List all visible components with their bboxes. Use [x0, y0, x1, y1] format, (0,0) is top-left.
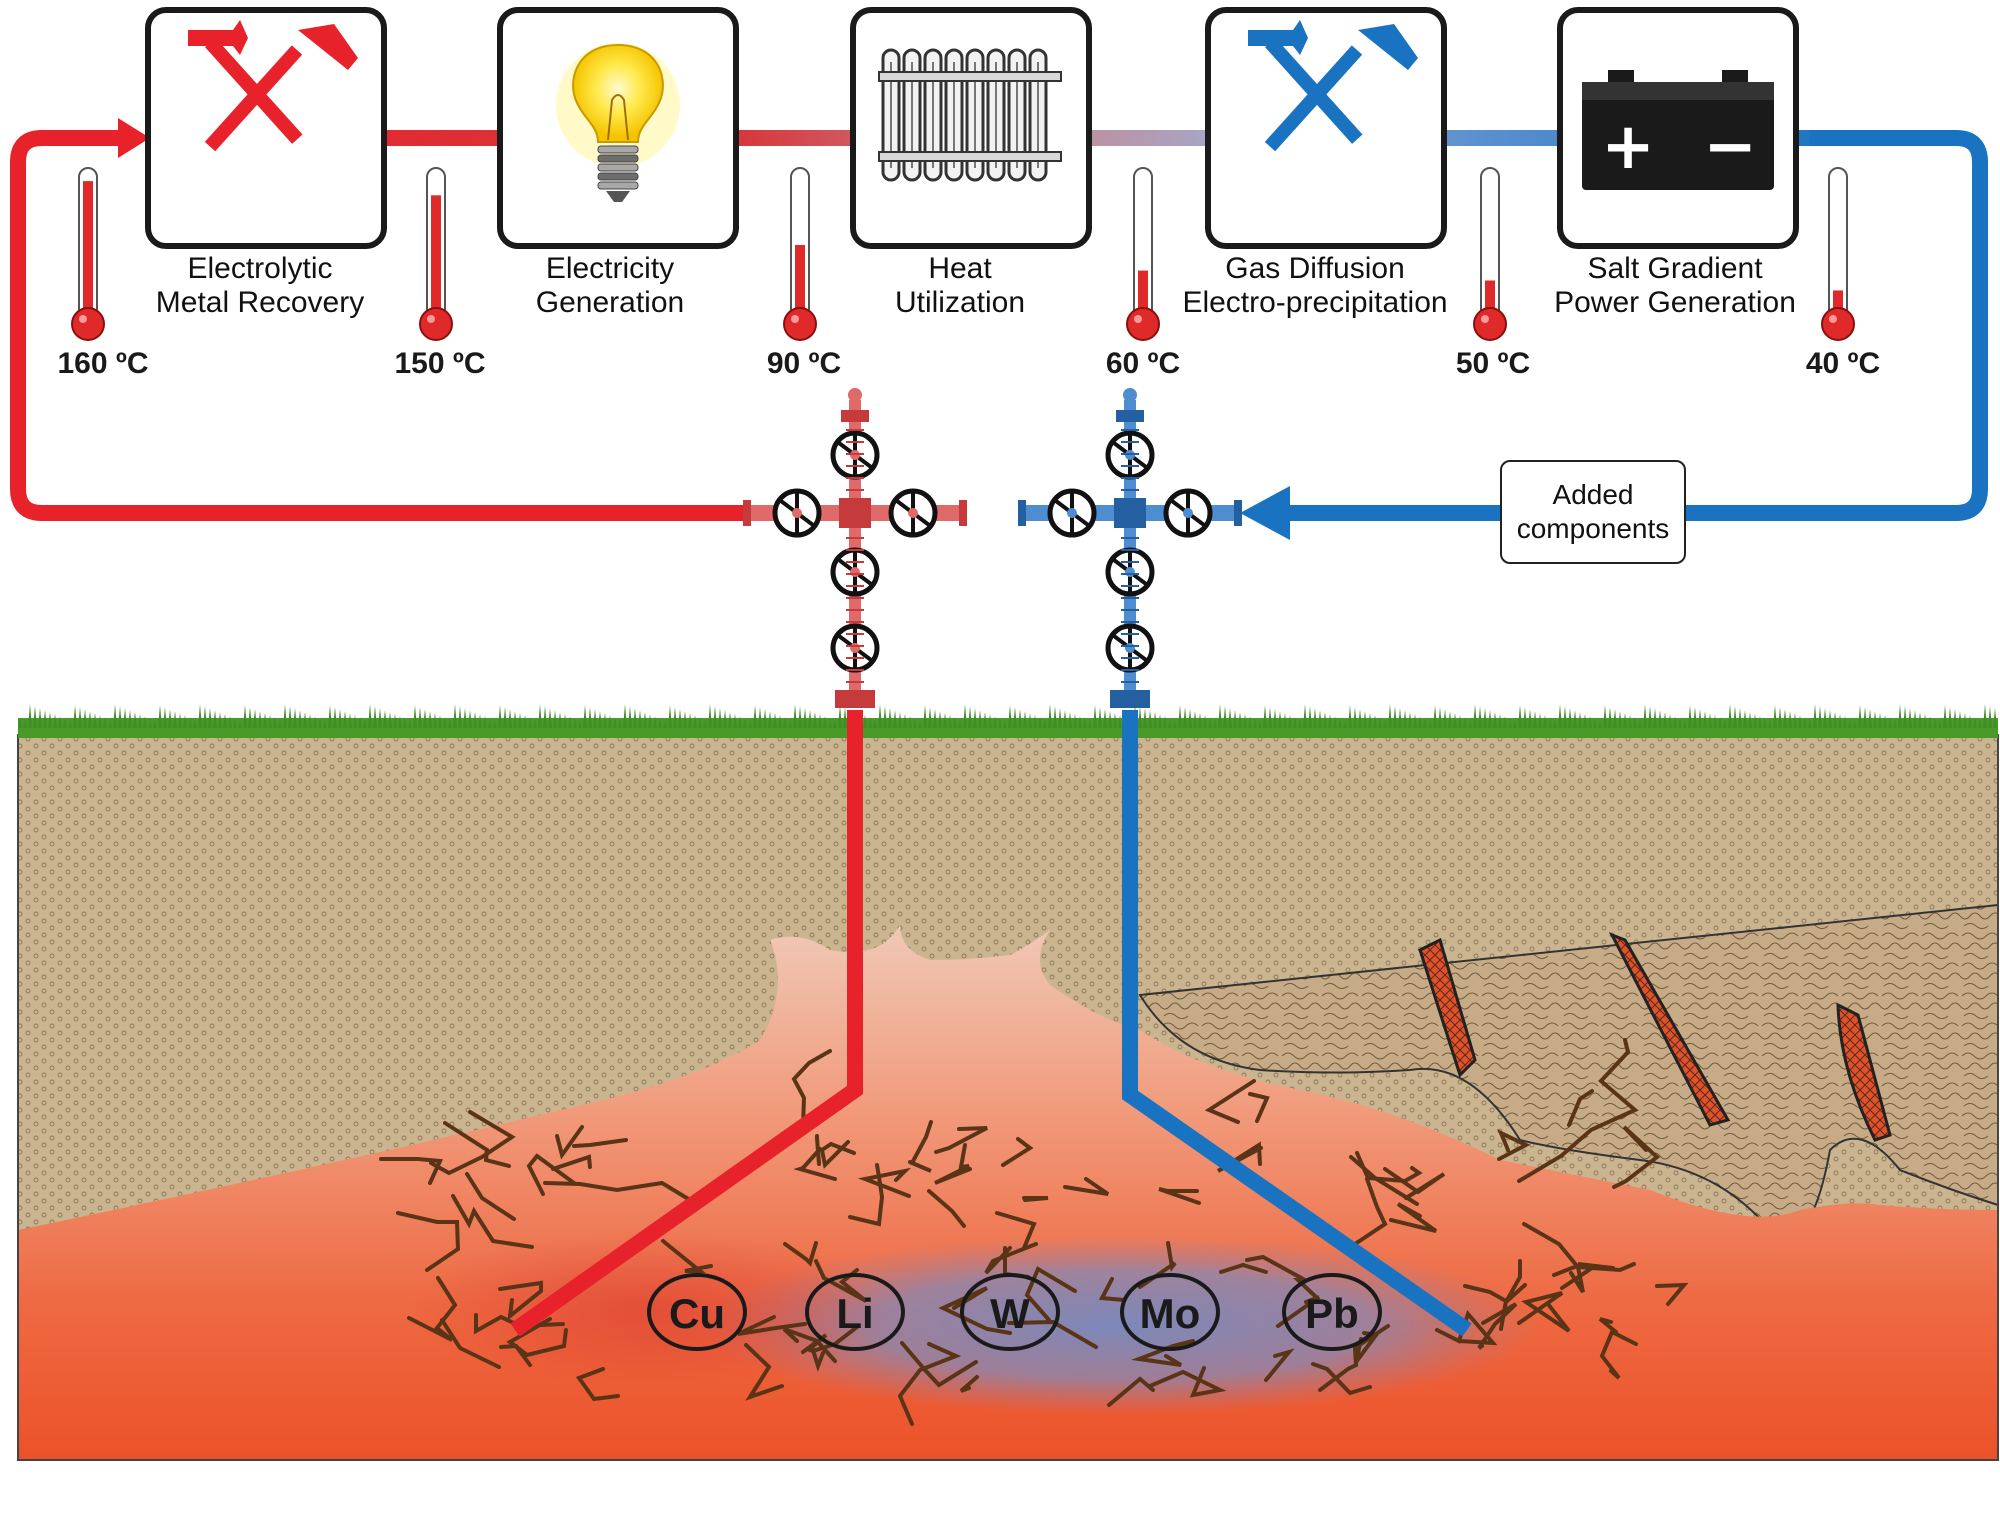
thermometer-icon	[419, 167, 453, 341]
thermometer-icon	[1473, 167, 1507, 341]
grass-strip	[18, 704, 1998, 738]
battery-plus-text: +	[1601, 110, 1655, 184]
rock-formation	[1138, 903, 1999, 1238]
wellhead-icon	[1018, 388, 1242, 708]
cold-well-bore	[1122, 710, 1472, 1337]
thermometer-icon	[71, 167, 105, 341]
stage-label-line1: Salt Gradient	[1587, 252, 1763, 285]
wellhead-icon	[743, 388, 967, 708]
stage-label-line1: Electrolytic	[187, 252, 333, 285]
stage-box-4: +−	[1557, 7, 1799, 249]
temp-label-150: 150 ºC	[394, 347, 486, 380]
temp-label-60: 60 ºC	[1105, 347, 1181, 380]
stage-box-1	[497, 7, 739, 249]
stage-label-line1: Gas Diffusion	[1225, 252, 1405, 285]
metal-symbol: Cu	[669, 1290, 725, 1337]
stage-box-3	[1205, 7, 1447, 249]
hot-well-bore	[510, 710, 863, 1337]
thermometer-icon	[1126, 167, 1160, 341]
metal-li: Li	[805, 1273, 905, 1351]
battery-minus-text: −	[1703, 110, 1757, 184]
red-hammer-pick-icon	[188, 20, 358, 152]
wellheads	[743, 388, 1242, 708]
stage-box-2	[850, 7, 1092, 249]
ore-veins	[1418, 932, 1892, 1142]
metal-symbol: Li	[836, 1290, 873, 1337]
arrowhead-hot	[118, 118, 150, 158]
thermometer-icon	[783, 167, 817, 341]
stage-label-line2: Metal Recovery	[155, 286, 365, 319]
stage-label-salt-gradient: Salt Gradient Power Generation	[1530, 252, 1820, 320]
metal-labels: Cu Li W Mo Pb	[647, 1273, 1382, 1351]
stage-label-line1: Electricity	[545, 252, 675, 285]
battery-icon: +−	[1582, 70, 1774, 190]
fracture-network	[379, 1038, 1689, 1426]
light-bulb-icon	[556, 43, 680, 202]
added-components-box: Added components	[1500, 460, 1686, 564]
stage-label-line2: Utilization	[894, 286, 1026, 319]
temp-label-50: 50 ºC	[1455, 347, 1531, 380]
stage-label-electrolytic: Electrolytic Metal Recovery	[120, 252, 400, 320]
stage-boxes: +−	[145, 7, 1799, 249]
metal-symbol: Mo	[1140, 1290, 1201, 1337]
radiator-icon	[878, 48, 1062, 182]
added-components-line2: components	[1516, 513, 1670, 544]
metal-mo: Mo	[1120, 1273, 1220, 1351]
stage-label-line2: Electro-precipitation	[1182, 286, 1448, 319]
underground: Cu Li W Mo Pb	[17, 734, 1999, 1461]
stage-box-0	[145, 7, 387, 249]
stage-label-line2: Generation	[535, 286, 685, 319]
metal-cu: Cu	[647, 1273, 747, 1351]
temp-label-160: 160 ºC	[57, 347, 149, 380]
stage-label-electricity: Electricity Generation	[470, 252, 750, 320]
added-components-line1: Added	[1552, 479, 1634, 510]
stage-label-line1: Heat	[928, 252, 992, 285]
metal-symbol: W	[990, 1290, 1030, 1337]
metal-w: W	[960, 1273, 1060, 1351]
temp-label-40: 40 ºC	[1805, 347, 1881, 380]
metal-symbol: Pb	[1305, 1290, 1359, 1337]
temp-label-90: 90 ºC	[766, 347, 842, 380]
stage-label-line2: Power Generation	[1554, 286, 1796, 319]
hot-return-pipe	[9, 130, 760, 521]
blue-hammer-pick-icon	[1248, 20, 1418, 152]
arrowhead-cold	[1240, 486, 1290, 540]
stage-label-heat: Heat Utilization	[820, 252, 1100, 320]
stage-label-gas-diffusion: Gas Diffusion Electro-precipitation	[1165, 252, 1465, 320]
thermometers	[71, 167, 1855, 341]
thermometer-icon	[1821, 167, 1855, 341]
metal-pb: Pb	[1282, 1273, 1382, 1351]
cold-return-pipe	[1290, 130, 1988, 521]
